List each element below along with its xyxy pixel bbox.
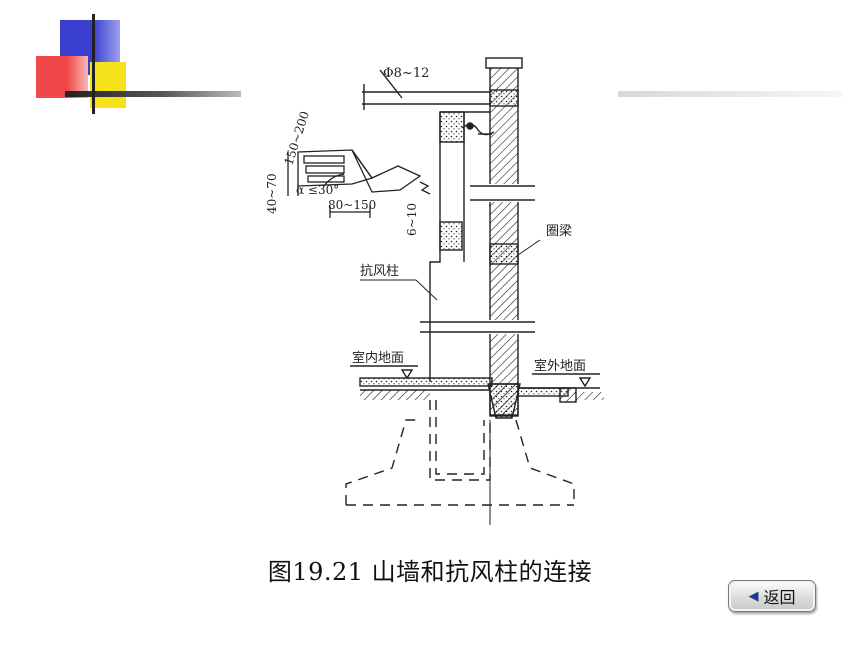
deco-horizontal-bar xyxy=(65,91,241,97)
deco-vertical-bar xyxy=(92,14,95,114)
dim-150-200-label: 150~200 xyxy=(282,109,313,166)
connector-detail xyxy=(287,149,431,218)
dim-80-150-label: 80~150 xyxy=(328,198,376,212)
wind-column xyxy=(429,111,495,382)
dim-40-70-label: 40~70 xyxy=(265,173,279,214)
left-arrow-icon: ◀ xyxy=(748,588,759,604)
outdoor-ground-label: 室外地面 xyxy=(534,358,586,374)
back-button[interactable]: ◀ 返回 xyxy=(728,580,816,612)
dim-6-10-label: 6~10 xyxy=(405,203,419,236)
angle-label: α ≤30° xyxy=(296,183,339,197)
ring-beam-label: 圈梁 xyxy=(546,224,572,239)
callout-lines xyxy=(360,239,541,301)
ground-and-foundation xyxy=(345,365,604,525)
deco-right-bar xyxy=(618,91,842,97)
figure-caption: 图19.21 山墙和抗风柱的连接 xyxy=(267,558,593,586)
roof-beam xyxy=(362,69,490,110)
indoor-floor-label: 室内地面 xyxy=(352,350,404,366)
gable-wall xyxy=(420,57,535,416)
rebar-label: Φ8~12 xyxy=(383,66,429,81)
deco-yellow-square xyxy=(90,62,126,108)
back-button-label: 返回 xyxy=(763,588,796,607)
wind-column-label: 抗风柱 xyxy=(360,264,399,279)
